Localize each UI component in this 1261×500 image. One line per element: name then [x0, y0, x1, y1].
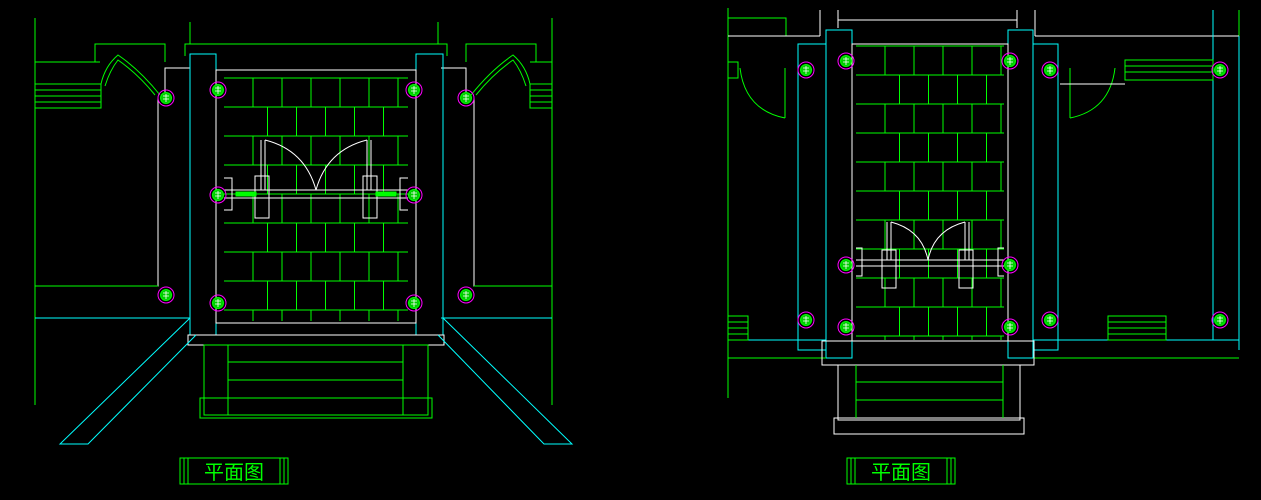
- column-marker-icon: [209, 294, 227, 312]
- right-plan-title: 平面图: [871, 460, 931, 484]
- column-marker-icon: [405, 81, 423, 99]
- column-marker-icon: [1211, 61, 1229, 79]
- right-plan: 平面图: [727, 8, 1240, 485]
- right-brick-pattern: [856, 45, 1004, 340]
- column-marker-icon: [1041, 311, 1059, 329]
- right-title-plate: 平面图: [846, 457, 956, 485]
- left-title-plate: 平面图: [179, 457, 289, 485]
- column-marker-icon: [837, 256, 855, 274]
- left-column-markers: [157, 81, 475, 312]
- left-plan-title: 平面图: [204, 460, 264, 484]
- column-marker-icon: [1001, 52, 1019, 70]
- column-marker-icon: [157, 89, 175, 107]
- right-column-markers: [797, 52, 1229, 336]
- column-marker-icon: [157, 286, 175, 304]
- left-plan: 平面图: [34, 18, 574, 485]
- column-marker-icon: [405, 186, 423, 204]
- column-marker-icon: [457, 286, 475, 304]
- column-marker-icon: [405, 294, 423, 312]
- column-marker-icon: [1001, 318, 1019, 336]
- column-marker-icon: [837, 318, 855, 336]
- column-marker-icon: [1041, 61, 1059, 79]
- column-marker-icon: [1211, 311, 1229, 329]
- column-marker-icon: [797, 311, 815, 329]
- column-marker-icon: [209, 186, 227, 204]
- column-marker-icon: [1001, 256, 1019, 274]
- column-marker-icon: [457, 89, 475, 107]
- left-brick-pattern: [224, 77, 408, 321]
- column-marker-icon: [837, 52, 855, 70]
- column-marker-icon: [797, 61, 815, 79]
- column-marker-icon: [209, 81, 227, 99]
